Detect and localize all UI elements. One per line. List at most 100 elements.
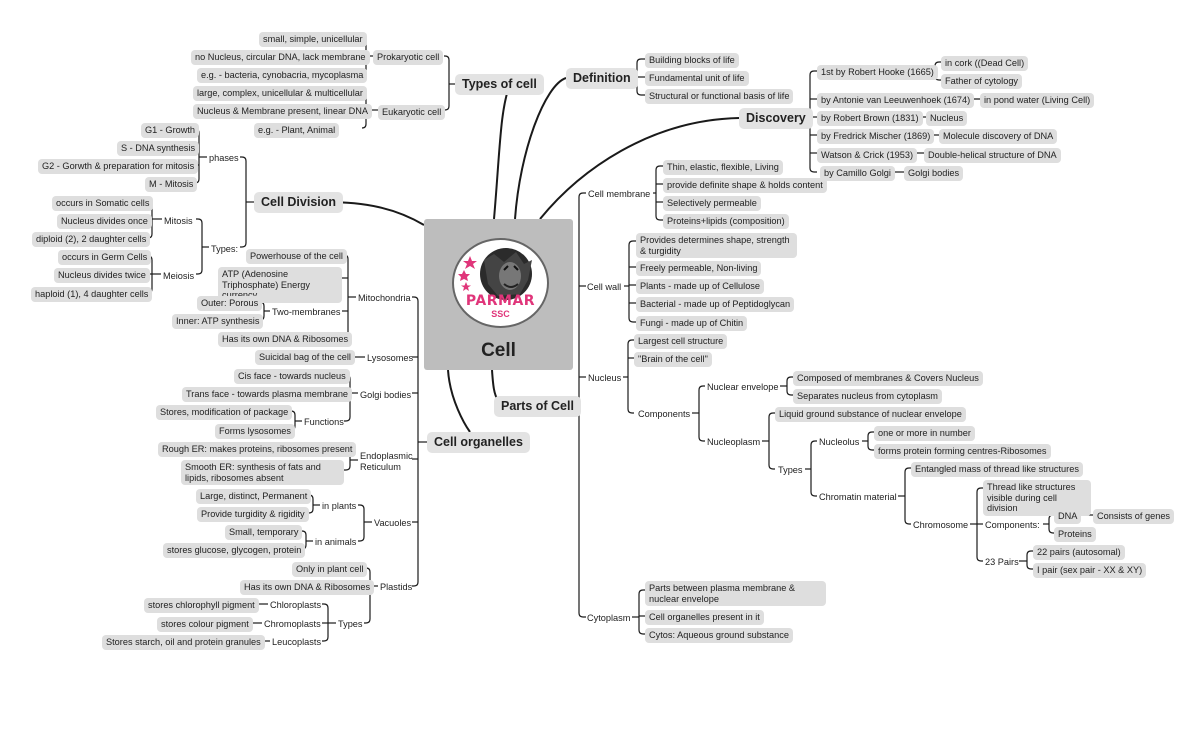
mitochondria-item: Powerhouse of the cell xyxy=(246,249,347,264)
connector-line xyxy=(322,636,329,642)
meiosis-item: haploid (1), 4 daughter cells xyxy=(31,287,153,302)
nucleus-node: Nucleus xyxy=(588,373,622,383)
connector-line xyxy=(240,156,247,162)
connector-line xyxy=(810,491,817,497)
cytoplasm-item: Cell organelles present in it xyxy=(645,610,764,625)
connector-line xyxy=(358,504,365,510)
nucleolus-item: one or more in number xyxy=(874,426,975,441)
connector-line xyxy=(628,317,636,323)
proteins-node: Proteins xyxy=(1054,527,1096,542)
membrane-part-item: Thin, elastic, flexible, Living xyxy=(663,160,783,175)
prokaryotic-item: no Nucleus, circular DNA, lack membrane xyxy=(191,50,370,65)
er-item: Smooth ER: synthesis of fats and lipids,… xyxy=(181,460,344,485)
wall-item: Plants - made up of Cellulose xyxy=(636,279,765,294)
logo-wordmark: PARMAR xyxy=(465,293,536,309)
chromosome-node: Chromosome xyxy=(913,520,969,530)
leeuwenhoek-node: by Antonie van Leeuwenhoek (1674) xyxy=(817,93,975,108)
connector-line xyxy=(539,117,740,220)
plastids-node: Plastids xyxy=(380,582,413,592)
mischer-detail: Molecule discovery of DNA xyxy=(939,129,1058,144)
parts-of-cell-node: Parts of Cell xyxy=(494,396,581,417)
prokaryotic-item: e.g. - bacteria, cynobacria, mycoplasma xyxy=(197,68,368,83)
chloroplasts-detail: stores chlorophyll pigment xyxy=(144,598,259,613)
connector-line xyxy=(638,589,645,595)
plastid-item: Only in plant cell xyxy=(292,562,368,577)
root-node: PARMAR SSC Cell xyxy=(424,219,573,370)
dna-node: DNA xyxy=(1054,509,1082,524)
connector-line xyxy=(196,269,203,275)
discovery-node: Discovery xyxy=(739,108,813,129)
connector-line xyxy=(361,123,367,129)
definition-item: Structural or functional basis of life xyxy=(645,89,794,104)
membrane-part-item: Selectively permeable xyxy=(663,196,761,211)
connector-line xyxy=(627,408,634,414)
lysosomes-detail: Suicidal bag of the cell xyxy=(255,350,355,365)
connector-line xyxy=(809,167,817,173)
nucleoplasm-node: Nucleoplasm xyxy=(707,437,761,447)
meiosis-item: Nucleus divides twice xyxy=(54,268,150,283)
dna-detail: Consists of genes xyxy=(1093,509,1175,524)
connector-line xyxy=(655,215,663,221)
wall-item: Bacterial - made up of Peptidoglycan xyxy=(636,297,795,312)
membrane-part-item: provide definite shape & holds content xyxy=(663,178,827,193)
mitosis-item: diploid (2), 2 daughter cells xyxy=(32,232,151,247)
mitosis-item: occurs in Somatic cells xyxy=(52,196,154,211)
connector-line xyxy=(768,412,775,418)
eukaryotic-item: Nucleus & Membrane present, linear DNA xyxy=(193,104,373,119)
parmar-logo: PARMAR SSC xyxy=(452,238,549,328)
connector-line xyxy=(698,385,705,391)
connector-line xyxy=(976,556,983,562)
nucleoplasm-types-node: Types xyxy=(778,465,803,475)
phase-item: M - Mitosis xyxy=(145,177,198,192)
components-node: Components xyxy=(638,409,691,419)
mitochondria-item: Has its own DNA & Ribosomes xyxy=(218,332,353,347)
connector-line xyxy=(786,376,793,382)
nucleus-item: Largest cell structure xyxy=(634,334,728,349)
definition-node: Definition xyxy=(566,68,638,89)
golgi-item: Trans face - towards plasma membrane xyxy=(182,387,353,402)
connector-line xyxy=(867,445,874,451)
logo-subtext: SSC xyxy=(491,309,510,319)
prokaryotic-item: small, simple, unicellular xyxy=(259,32,367,47)
connector-line xyxy=(976,487,983,493)
brown-detail: Nucleus xyxy=(926,111,968,126)
nucleolus-node: Nucleolus xyxy=(819,437,860,447)
connector-line xyxy=(904,467,911,473)
cell-division-node: Cell Division xyxy=(254,192,344,213)
er-node: Endoplasmic Reticulum xyxy=(360,451,413,472)
connector-line xyxy=(240,242,247,248)
golgi-function-item: Stores, modification of package xyxy=(156,405,293,420)
cytoplasm-item: Parts between plasma membrane & nuclear … xyxy=(645,581,826,606)
connector-line xyxy=(344,416,351,422)
golgi-bodies-node: Golgi bodies xyxy=(360,390,412,400)
phase-item: S - DNA synthesis xyxy=(117,141,200,156)
connector-line xyxy=(578,612,586,618)
plastid-item: Has its own DNA & Ribosomes xyxy=(240,580,375,595)
connector-line xyxy=(358,536,365,542)
connector-line xyxy=(514,77,567,220)
connector-line xyxy=(809,70,817,76)
definition-item: Building blocks of life xyxy=(645,53,739,68)
connector-line xyxy=(412,581,419,587)
connector-line xyxy=(196,218,203,224)
leeuwenhoek-detail: in pond water (Living Cell) xyxy=(980,93,1095,108)
nucleoplasm-detail: Liquid ground substance of nuclear envel… xyxy=(775,407,966,422)
connector-line xyxy=(636,90,645,96)
membrane-item: Inner: ATP synthesis xyxy=(172,314,264,329)
vacuole-plants-node: in plants xyxy=(322,501,357,511)
connector-line xyxy=(638,629,645,635)
connector-line xyxy=(628,240,636,246)
root-title: Cell xyxy=(481,340,516,361)
chromatin-detail: Entangled mass of thread like structures xyxy=(911,462,1083,477)
wall-item: Freely permeable, Non-living xyxy=(636,261,762,276)
mitochondria-node: Mitochondria xyxy=(358,293,411,303)
connector-line xyxy=(655,165,663,171)
meiosis-item: occurs in Germ Cells xyxy=(58,250,152,265)
connector-line xyxy=(768,464,775,470)
envelope-item: Separates nucleus from cytoplasm xyxy=(793,389,942,404)
cytoplasm-item: Cytos: Aqueous ground substance xyxy=(645,628,793,643)
eukaryotic-item: e.g. - Plant, Animal xyxy=(254,123,340,138)
phases-node: phases xyxy=(209,153,239,163)
golgi-discovery-node: by Camillo Golgi xyxy=(820,166,895,181)
golgi-item: Cis face - towards nucleus xyxy=(234,369,350,384)
